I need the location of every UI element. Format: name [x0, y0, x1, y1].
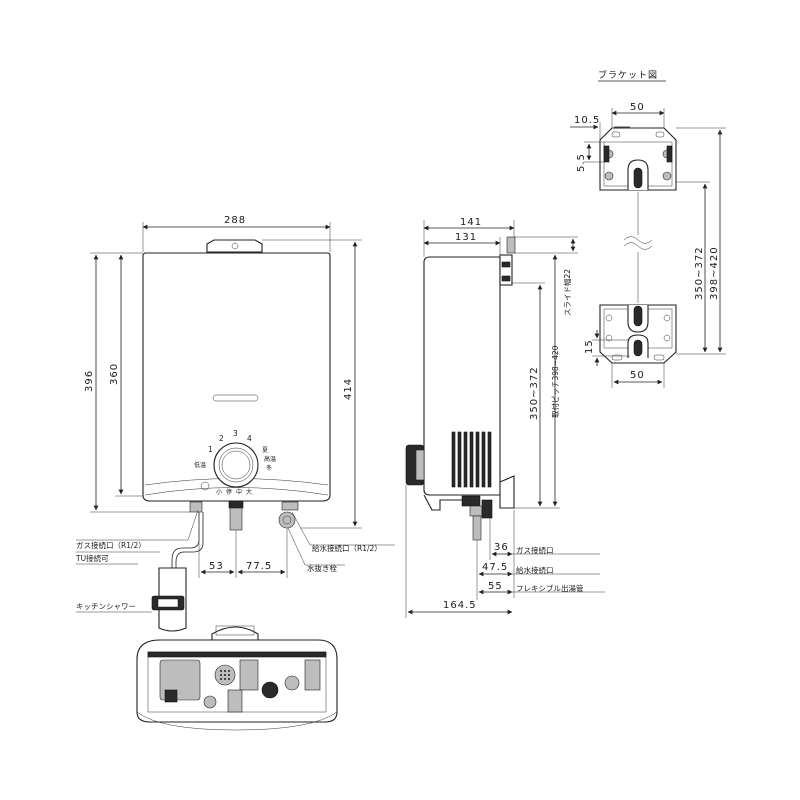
- bracket-range-outer: 398~420: [709, 246, 720, 300]
- gas-port-label: ガス接続口（R1/2）: [76, 540, 146, 550]
- water-port-label: 給水接続口（R1/2）: [312, 543, 382, 553]
- front-height-414: 414: [343, 378, 354, 400]
- flow-mid-label: 中: [236, 488, 242, 496]
- bracket-slot-height: 15: [584, 339, 595, 354]
- dial-number-1: 1: [208, 445, 213, 454]
- dim-55: 55: [488, 581, 503, 592]
- dial-number-2: 2: [219, 434, 224, 443]
- dim-53: 53: [209, 561, 224, 572]
- dial-number-3: 3: [233, 429, 238, 438]
- drain-label: 水抜き栓: [307, 563, 337, 573]
- bracket-dimensions: 50 10.5 5.5 350~372 398~420 15 50: [570, 102, 726, 388]
- flow-stop-label: 停: [226, 488, 232, 496]
- dial-summer-label: 夏: [262, 447, 268, 454]
- front-height-396: 396: [84, 370, 95, 392]
- front-view: 1 2 3 4 低温 夏 高温 冬 小 停 中 大: [142, 239, 331, 632]
- dim-36: 36: [494, 542, 509, 553]
- side-gas-label: ガス接続口: [516, 545, 554, 555]
- dial-number-4: 4: [247, 434, 252, 443]
- side-range-350: 350~372: [529, 366, 540, 420]
- dial-low-label: 低温: [194, 461, 206, 469]
- side-water-label: 給水接続口: [516, 565, 554, 575]
- side-depth-131: 131: [455, 232, 477, 243]
- bracket-range-inner: 350~372: [694, 246, 705, 300]
- dim-47-5: 47.5: [482, 562, 508, 573]
- dim-77-5: 77.5: [246, 561, 272, 572]
- front-height-360: 360: [109, 363, 120, 385]
- side-depth-141: 141: [460, 217, 482, 228]
- bracket-offset: 10.5: [574, 115, 600, 126]
- slide-width-label: スライド幅22: [562, 269, 572, 316]
- dial-high-label: 高温: [264, 455, 276, 463]
- mount-pitch-label: 取付ピッチ398~420: [550, 345, 560, 418]
- flow-small-label: 小: [216, 488, 222, 496]
- bracket-drawing: ブラケット図: [598, 69, 677, 364]
- bracket-bottom-width: 50: [630, 370, 645, 381]
- flow-large-label: 大: [246, 488, 252, 496]
- bracket-top-width: 50: [630, 102, 645, 113]
- flex-label: フレキシブル出湯管: [516, 583, 584, 593]
- shower-label: キッチンシャワー: [76, 602, 136, 611]
- bracket-hole-height: 5.5: [576, 153, 587, 172]
- dial-winter-label: 冬: [266, 464, 272, 472]
- side-view: [405, 236, 516, 541]
- tu-ok-label: TU接続可: [75, 553, 109, 563]
- front-dimensions: 288 396 360 414 53 77.5 ガス接続口（R1/2） TU接続…: [75, 215, 395, 613]
- front-width-label: 288: [224, 215, 246, 226]
- bracket-title: ブラケット図: [598, 69, 658, 81]
- dim-164-5: 164.5: [443, 600, 477, 611]
- temperature-dial[interactable]: [213, 442, 259, 488]
- side-dimensions: 141 131 スライド幅22 350~372 取付ピッチ398~420 36 …: [405, 217, 605, 618]
- bottom-view: [136, 625, 338, 731]
